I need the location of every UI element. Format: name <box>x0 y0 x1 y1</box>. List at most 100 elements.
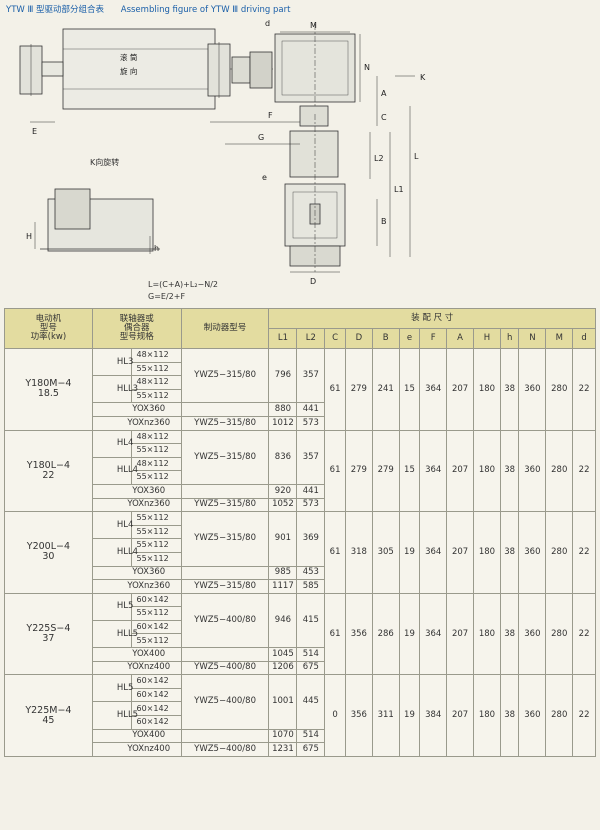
brake-model: YWZ5−315/80 <box>180 497 270 513</box>
coupler-model: YOX360 <box>91 483 182 499</box>
drum-label-1: 滚 筒 <box>120 52 138 62</box>
cell-h: 38 <box>499 511 520 594</box>
coupling-type: HL3 <box>91 347 133 377</box>
cell-D: 356 <box>344 592 373 676</box>
coupling-type: HLL3 <box>91 375 138 404</box>
cell-B: 279 <box>371 429 400 513</box>
cell-L2: 441 <box>296 483 326 499</box>
header-assembly: 装 配 尺 寸 <box>268 308 596 329</box>
brake-model: YWZ5−400/80 <box>180 742 270 757</box>
dim-d-label: d <box>265 19 270 28</box>
cell-D: 279 <box>344 348 373 431</box>
cell-N: 360 <box>518 674 547 757</box>
cell-M: 280 <box>545 674 574 757</box>
coupling-type: HL5 <box>91 674 133 703</box>
coupler-model: YOXnz400 <box>91 742 182 757</box>
cell-N: 360 <box>518 592 547 676</box>
dim-E-label: E <box>32 127 37 136</box>
cell-L1: 836 <box>268 429 298 485</box>
header-coupling: 联轴器或偶合器型号规格 <box>91 308 182 349</box>
cell-L2: 585 <box>296 579 326 594</box>
dim-e-label: e <box>262 173 267 182</box>
cell-A: 207 <box>446 592 474 676</box>
dim-L1-label: L1 <box>394 185 404 194</box>
cell-h: 38 <box>499 348 520 431</box>
brake-model: YWZ5−315/80 <box>180 347 270 404</box>
coupling-type: HLL5 <box>91 701 138 730</box>
brake-drum <box>289 130 339 178</box>
cell-M: 280 <box>545 592 574 676</box>
cell-e: 15 <box>398 348 421 431</box>
caption-cn: YTW Ⅲ 型驱动部分组合表 <box>6 5 105 15</box>
table-row: 60×142 <box>5 715 596 730</box>
cell-B: 311 <box>371 674 400 757</box>
dim-B-label: B <box>381 217 387 226</box>
cell-L2: 369 <box>296 511 326 567</box>
cell-L2: 445 <box>296 674 326 730</box>
coupler-model: YOX360 <box>91 402 182 417</box>
caption-en: Assembling figure of YTW Ⅲ driving part <box>120 5 291 15</box>
coupling-size: 55×112 <box>131 538 182 553</box>
dim-L-label: L <box>414 152 419 161</box>
coupling-type: HLL4 <box>91 456 138 485</box>
brake-model-empty <box>180 647 270 662</box>
dim-D-label: D <box>310 277 316 286</box>
cell-h: 38 <box>499 429 520 513</box>
cell-F: 364 <box>419 348 448 431</box>
coupling-size: 48×112 <box>131 375 182 390</box>
cell-C: 0 <box>324 674 346 757</box>
coupling-size: 48×112 <box>131 456 182 472</box>
header-e: e <box>398 328 421 349</box>
cell-d: 22 <box>572 348 596 431</box>
header-d: d <box>572 328 596 349</box>
dim-h-label: h <box>154 244 159 253</box>
cell-L2: 357 <box>296 347 326 404</box>
cell-L2: 675 <box>296 660 326 676</box>
cell-L1: 1231 <box>268 742 298 757</box>
cell-L2: 357 <box>296 429 326 485</box>
cell-L2: 453 <box>296 565 326 581</box>
cell-L2: 514 <box>296 647 326 662</box>
cell-D: 279 <box>344 429 373 513</box>
cell-e: 19 <box>398 511 421 594</box>
cell-d: 22 <box>572 674 596 757</box>
header-F: F <box>419 328 448 349</box>
coupling-size: 55×112 <box>131 443 182 458</box>
cell-L1: 920 <box>268 483 298 499</box>
table-row: 55×112 <box>5 443 596 458</box>
coupling-size: 55×112 <box>131 606 182 621</box>
cell-H: 180 <box>473 511 501 594</box>
brake-model: YWZ5−315/80 <box>180 429 270 485</box>
coupling-size: 60×142 <box>131 592 182 608</box>
cell-F: 364 <box>419 511 448 594</box>
cell-h: 38 <box>499 674 520 757</box>
brake-model-empty <box>180 402 270 417</box>
header-D: D <box>344 328 373 349</box>
dim-H-label: H <box>26 232 32 241</box>
coupler-model: YOXnz400 <box>91 660 182 676</box>
brake-model: YWZ5−315/80 <box>180 415 270 431</box>
cell-L1: 1117 <box>268 579 298 594</box>
cell-D: 356 <box>344 674 373 757</box>
cell-e: 19 <box>398 592 421 676</box>
table-row: 55×112 <box>5 388 596 404</box>
coupling-size: 55×112 <box>131 361 182 377</box>
cell-M: 280 <box>545 511 574 594</box>
coupling-size: 48×112 <box>131 429 182 445</box>
cell-A: 207 <box>446 348 474 431</box>
cell-L1: 796 <box>268 347 298 404</box>
header-C: C <box>324 328 346 349</box>
cell-H: 180 <box>473 674 501 757</box>
